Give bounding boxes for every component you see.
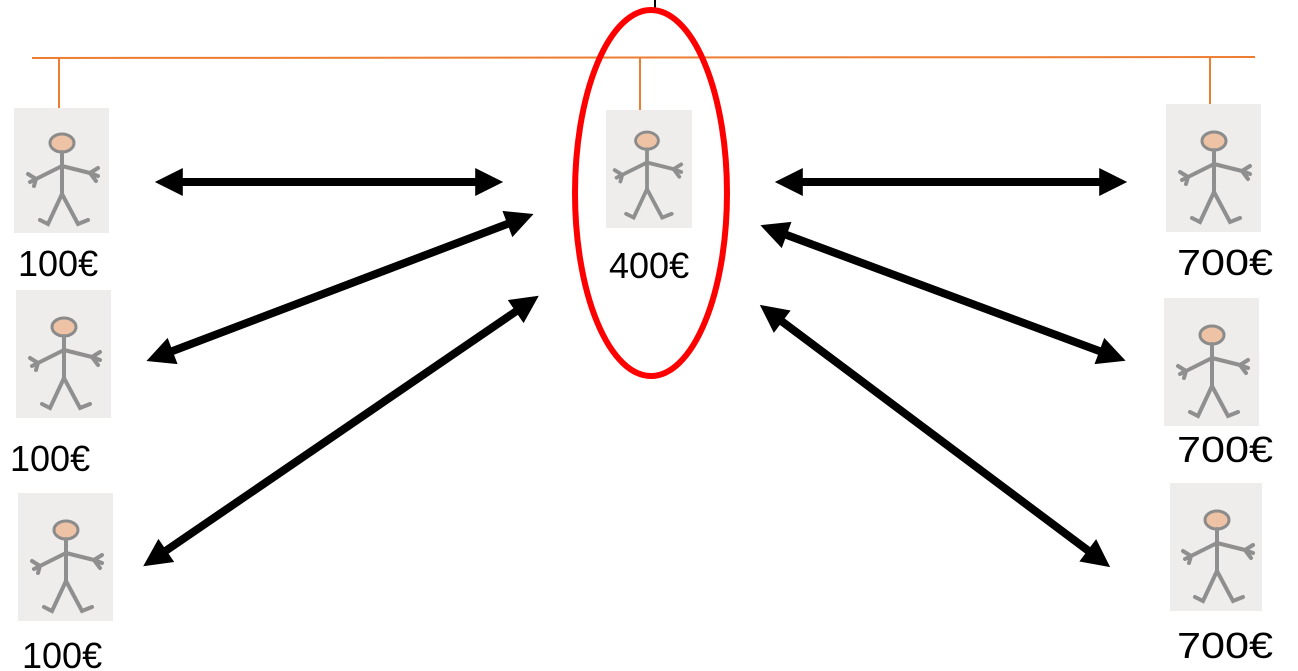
- double-headed-arrow: [146, 210, 534, 365]
- right-person-1: [1166, 104, 1261, 232]
- connector-line-group: [31, 0, 1256, 112]
- amount-label-right-2: 700€: [1177, 429, 1273, 470]
- amount-label-left-1: 100€: [18, 243, 98, 284]
- amount-label-right-3: 700€: [1177, 625, 1273, 666]
- left-person-2: [16, 290, 111, 418]
- double-headed-arrow: [759, 304, 1111, 568]
- right-person-2: [1164, 298, 1259, 426]
- arrows: [143, 168, 1128, 568]
- left-person-3: [18, 493, 113, 621]
- left-person-1: [14, 108, 109, 233]
- amount-label-right-1: 700€: [1177, 242, 1273, 283]
- double-headed-arrow: [760, 221, 1126, 365]
- amount-label-left-3: 100€: [22, 635, 102, 671]
- amount-label-center: 400€: [609, 245, 689, 286]
- center-person: [606, 110, 692, 228]
- highlight-ellipse: [572, 7, 730, 379]
- top-connector-line: [31, 56, 1256, 59]
- right-person-3: [1170, 483, 1262, 611]
- amount-label-left-2: 100€: [10, 438, 90, 479]
- double-headed-arrow: [143, 295, 539, 567]
